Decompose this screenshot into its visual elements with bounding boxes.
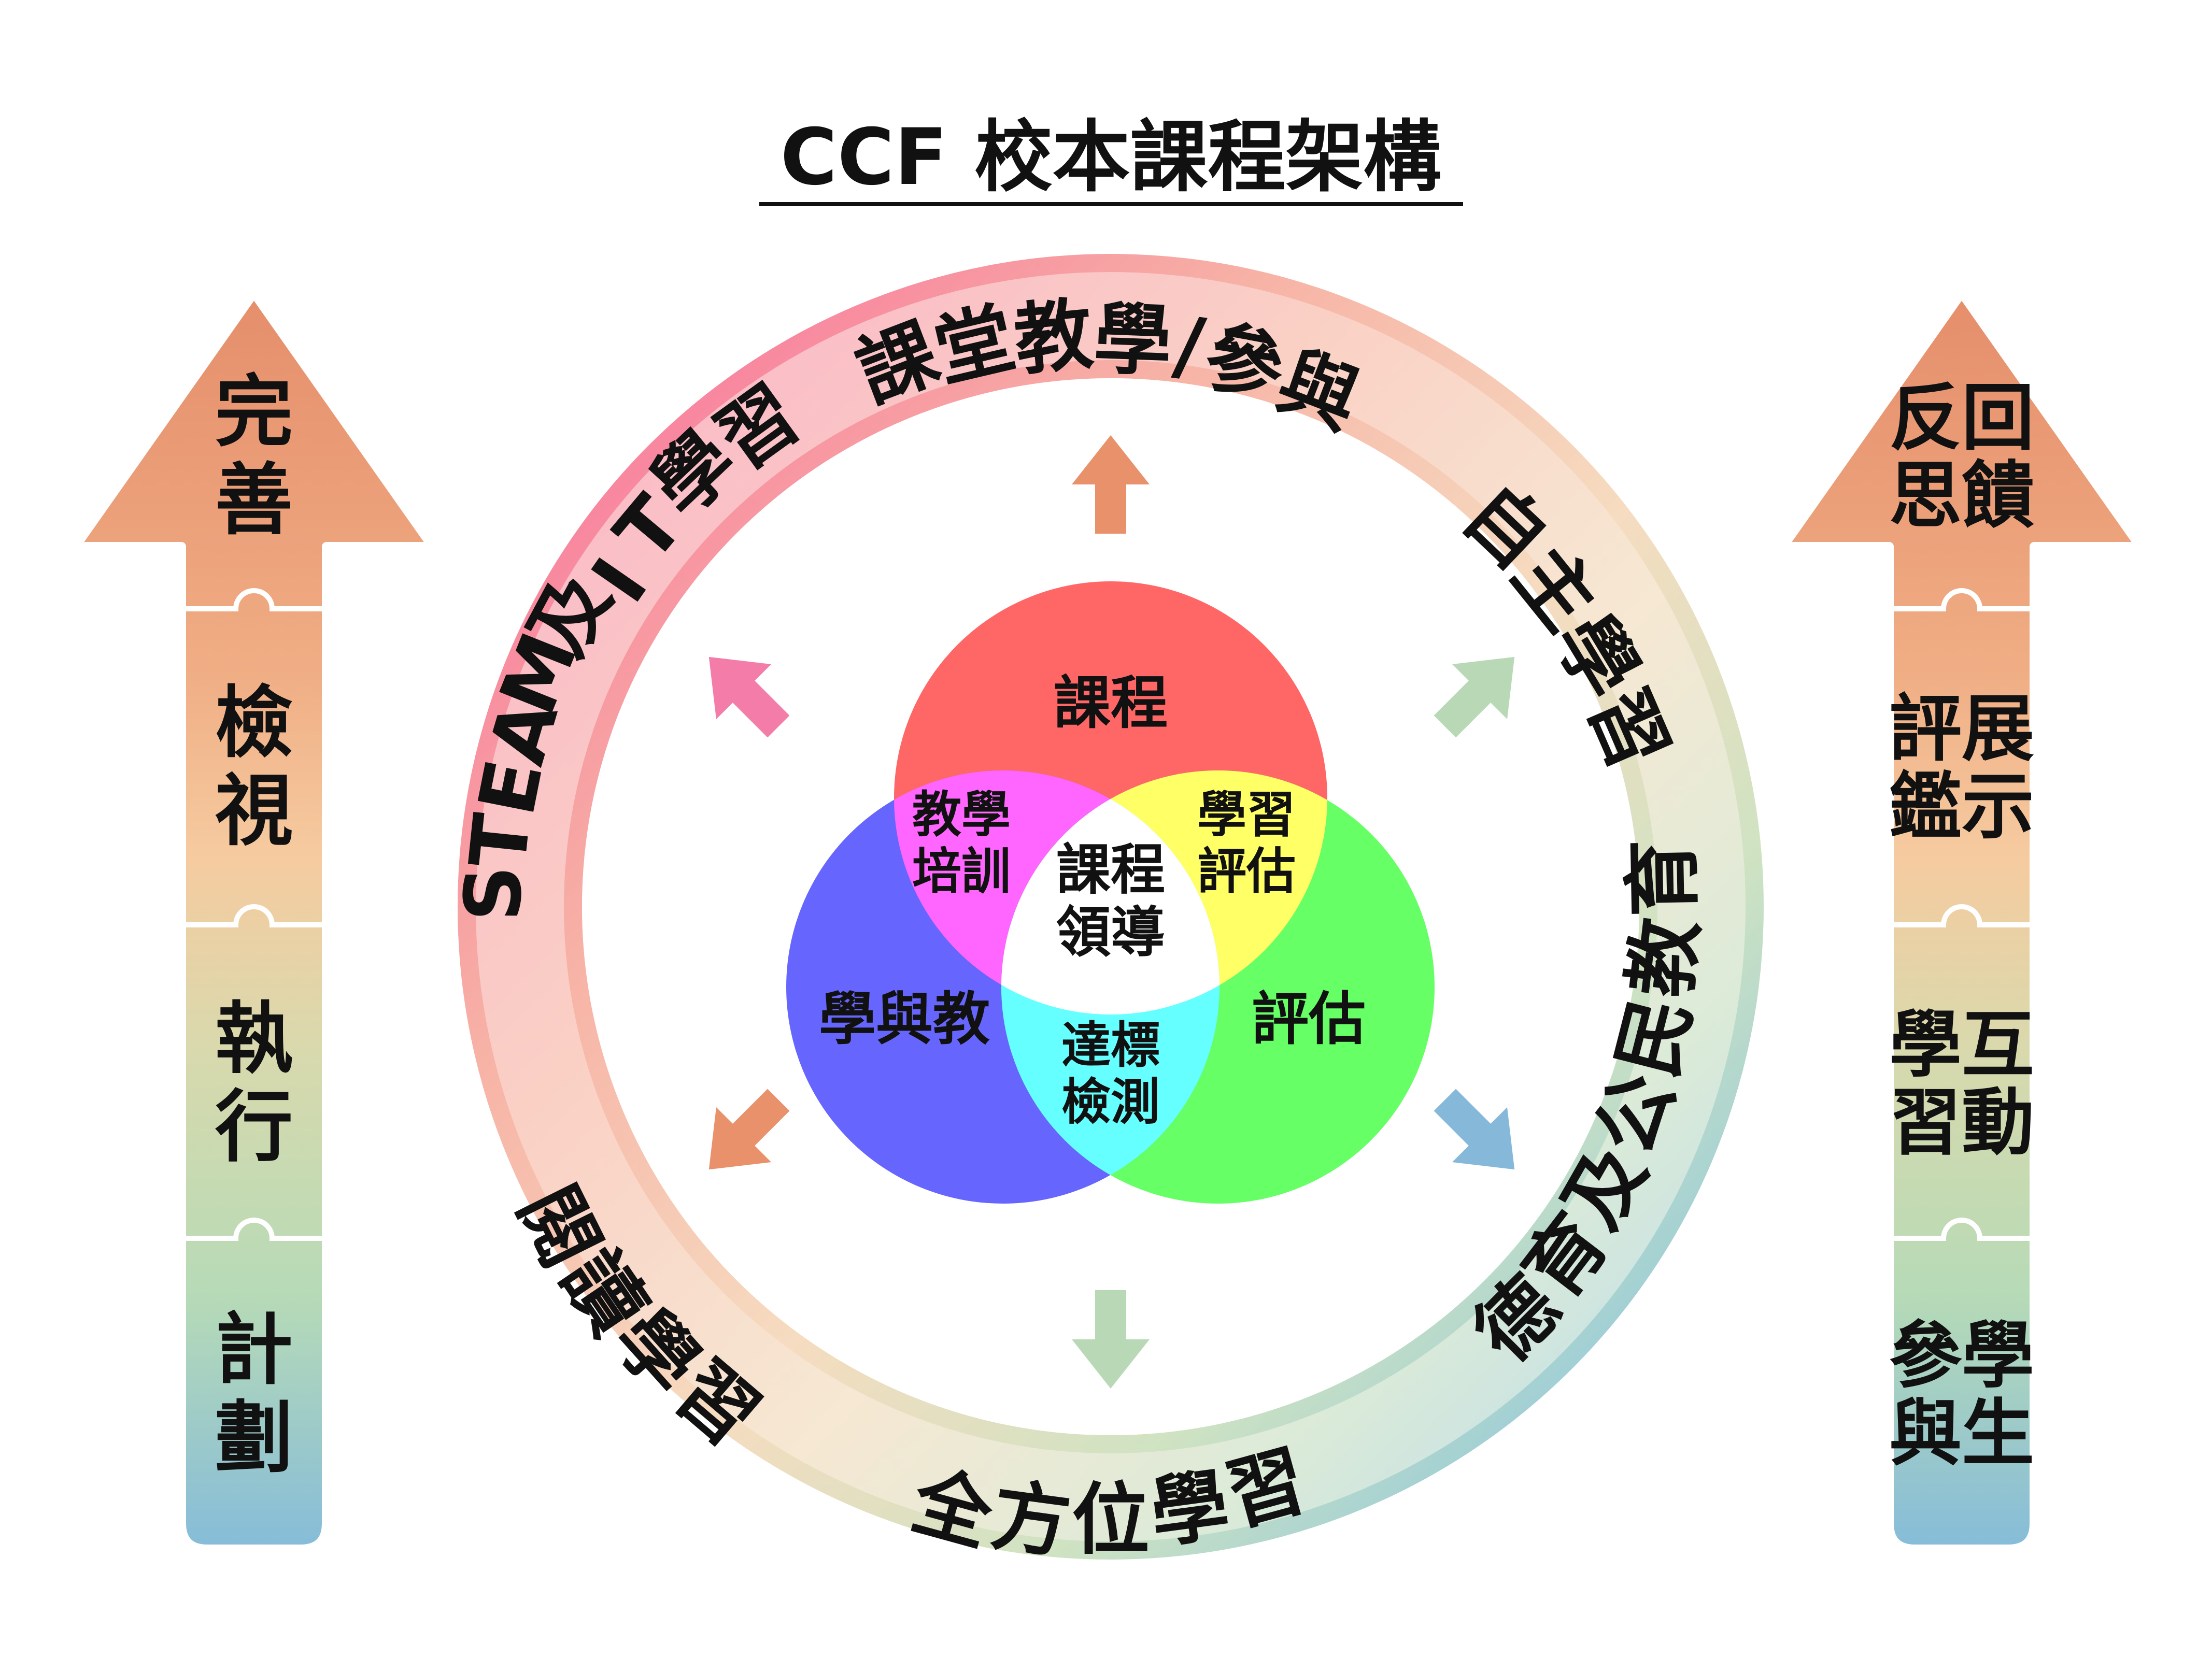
left-arrow-label-1: 檢視 [215, 678, 293, 856]
right-arrow-label-3: 學生參與 [1889, 1314, 2034, 1476]
arrow-down [1072, 1290, 1150, 1389]
title-underline [759, 202, 1463, 206]
arrow-lower-right [1434, 1089, 1515, 1170]
venn-label-learning-assessment: 學習評估 [1197, 787, 1296, 900]
arrow-upper-left [708, 656, 790, 738]
ring-label-bottom-text: 全方位學習 [902, 1435, 1316, 1570]
venn-diagram [786, 581, 1435, 1204]
page-title: CCF 校本課程架構 [781, 112, 1441, 203]
arrow-up [1072, 435, 1150, 534]
direction-arrows [708, 435, 1515, 1389]
right-arrow-label-0: 回饋反思 [1889, 376, 2034, 538]
arrow-upper-right [1434, 656, 1515, 738]
left-arrow-label-0: 完善 [215, 367, 293, 546]
left-arrow-label-2: 執行 [215, 994, 293, 1173]
right-arrow-label-1: 展示評鑑 [1889, 687, 2034, 849]
right-arrow-label-2: 互動學習 [1889, 1003, 2034, 1165]
venn-label-learning-teaching: 學與教 [819, 986, 990, 1052]
venn-label-curriculum-leadership: 課程領導 [1056, 838, 1165, 964]
venn-label-attainment-test: 達標檢測 [1061, 1017, 1160, 1131]
right-progress-arrow [1778, 288, 2145, 1554]
ring-label-bottom: 全方位學習 [902, 1435, 1316, 1570]
venn-label-teacher-training: 教學培訓 [912, 787, 1011, 900]
left-progress-arrow [70, 288, 437, 1554]
venn-label-curriculum: 課程 [1054, 670, 1168, 736]
venn-label-assessment: 評估 [1252, 986, 1366, 1052]
arrow-lower-left [708, 1089, 790, 1170]
left-arrow-label-3: 計劃 [215, 1305, 293, 1483]
